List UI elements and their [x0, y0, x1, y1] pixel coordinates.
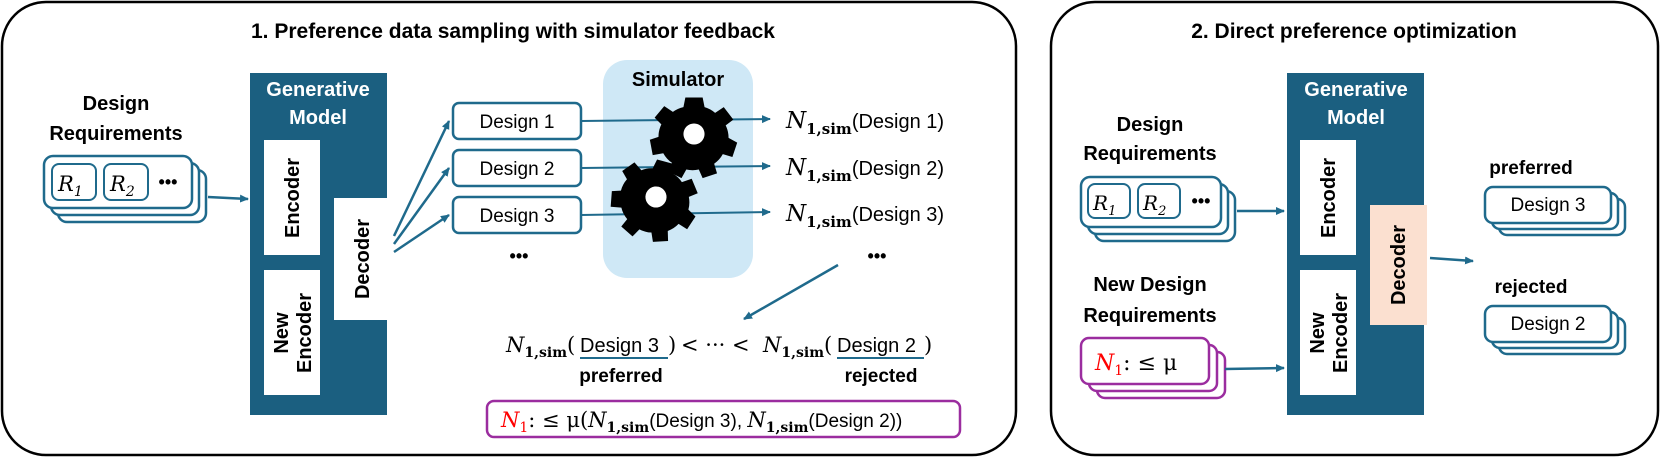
- new-encoder-label-line1: New: [271, 312, 293, 354]
- rejected-design-label: Design 2: [1511, 314, 1586, 335]
- ranking-left-design: Design 3: [580, 335, 659, 357]
- model-title-line2: Model: [289, 107, 347, 129]
- preferred-label: preferred: [579, 366, 662, 387]
- p2-encoder-block: [1300, 140, 1356, 255]
- output-2: N1,sim(Design 2): [785, 155, 944, 185]
- decoder-to-designs-arrows: [392, 120, 451, 254]
- decoder-block: [334, 198, 391, 320]
- simulator-label: Simulator: [632, 69, 724, 91]
- outputs-to-ranking-arrow: [743, 263, 839, 321]
- design-requirements-label-line1: Design: [83, 93, 150, 115]
- req-r1: R1: [57, 172, 83, 200]
- designs-ellipsis: •••: [510, 246, 529, 266]
- output-1: N1,sim(Design 1): [785, 108, 944, 138]
- design-3-label: Design 3: [480, 206, 555, 227]
- p2-preferred-label: preferred: [1489, 158, 1572, 179]
- model-title-line1: Generative: [266, 79, 369, 101]
- output-3: N1,sim(Design 3): [785, 201, 944, 231]
- p2-req-r1: R1: [1092, 191, 1116, 219]
- req-ellipsis: •••: [159, 172, 178, 192]
- p2-req-r2: R2: [1142, 191, 1166, 219]
- p2-new-encoder-label-line2: Encoder: [1330, 293, 1352, 373]
- p2-design-requirements-stack: [1079, 175, 1237, 243]
- p2-new-encoder-block: [1300, 270, 1356, 395]
- ranking-left-close: ): [668, 333, 676, 357]
- decoder-label: Decoder: [352, 219, 374, 299]
- ranking-middle: < ··· <: [681, 333, 750, 357]
- rejected-label: rejected: [845, 366, 918, 387]
- p2-req-ellipsis: •••: [1192, 191, 1211, 211]
- p2-output-arrow: [1429, 256, 1474, 265]
- ranking-right-design: Design 2: [837, 335, 916, 357]
- p2-model-title-line1: Generative: [1304, 79, 1407, 101]
- constraint-expression: N1: ≤ μ(N1,sim(Design 3), N1,sim(Design …: [500, 408, 902, 436]
- ranking-right-func: N1,sim(: [762, 333, 832, 361]
- rejected-design-stack: [1483, 304, 1627, 356]
- new-design-requirements-line2: Requirements: [1083, 305, 1216, 327]
- new-encoder-block: [264, 270, 320, 395]
- new-requirement-expression: N1: ≤ μ: [1094, 351, 1177, 379]
- constraint-box: [485, 399, 962, 439]
- design-1-label: Design 1: [480, 112, 555, 133]
- p2-rejected-label: rejected: [1495, 277, 1568, 298]
- p2-new-encoder-label-line1: New: [1307, 312, 1329, 354]
- design-requirements-stack: [42, 154, 208, 224]
- ranking-left-func: N1,sim(: [505, 333, 575, 361]
- panel-2-title: 2. Direct preference optimization: [1191, 20, 1517, 43]
- req-r2: R2: [109, 172, 135, 200]
- preferred-design-stack: [1483, 185, 1627, 237]
- req-to-model-arrow: [207, 194, 249, 203]
- encoder-block: [264, 140, 320, 255]
- new-requirement-stack: [1079, 336, 1227, 400]
- new-encoder-label-line2: Encoder: [294, 293, 316, 373]
- encoder-label: Encoder: [282, 158, 304, 238]
- p2-encoder-label: Encoder: [1318, 158, 1340, 238]
- preferred-design-label: Design 3: [1511, 195, 1586, 216]
- design-2-label: Design 2: [480, 159, 555, 180]
- p2-decoder-block: [1370, 205, 1427, 325]
- p2-model-title-line2: Model: [1327, 107, 1385, 129]
- ranking-right-close: ): [924, 333, 932, 357]
- p2-design-requirements-line2: Requirements: [1083, 143, 1216, 165]
- p2-decoder-label: Decoder: [1388, 225, 1410, 305]
- p2-new-req-arrow: [1224, 364, 1285, 373]
- p2-design-requirements-line1: Design: [1117, 114, 1184, 136]
- design-requirements-label-line2: Requirements: [49, 123, 182, 145]
- outputs-ellipsis: •••: [868, 246, 887, 266]
- panel-1-title: 1. Preference data sampling with simulat…: [251, 20, 775, 43]
- new-design-requirements-line1: New Design: [1093, 274, 1206, 296]
